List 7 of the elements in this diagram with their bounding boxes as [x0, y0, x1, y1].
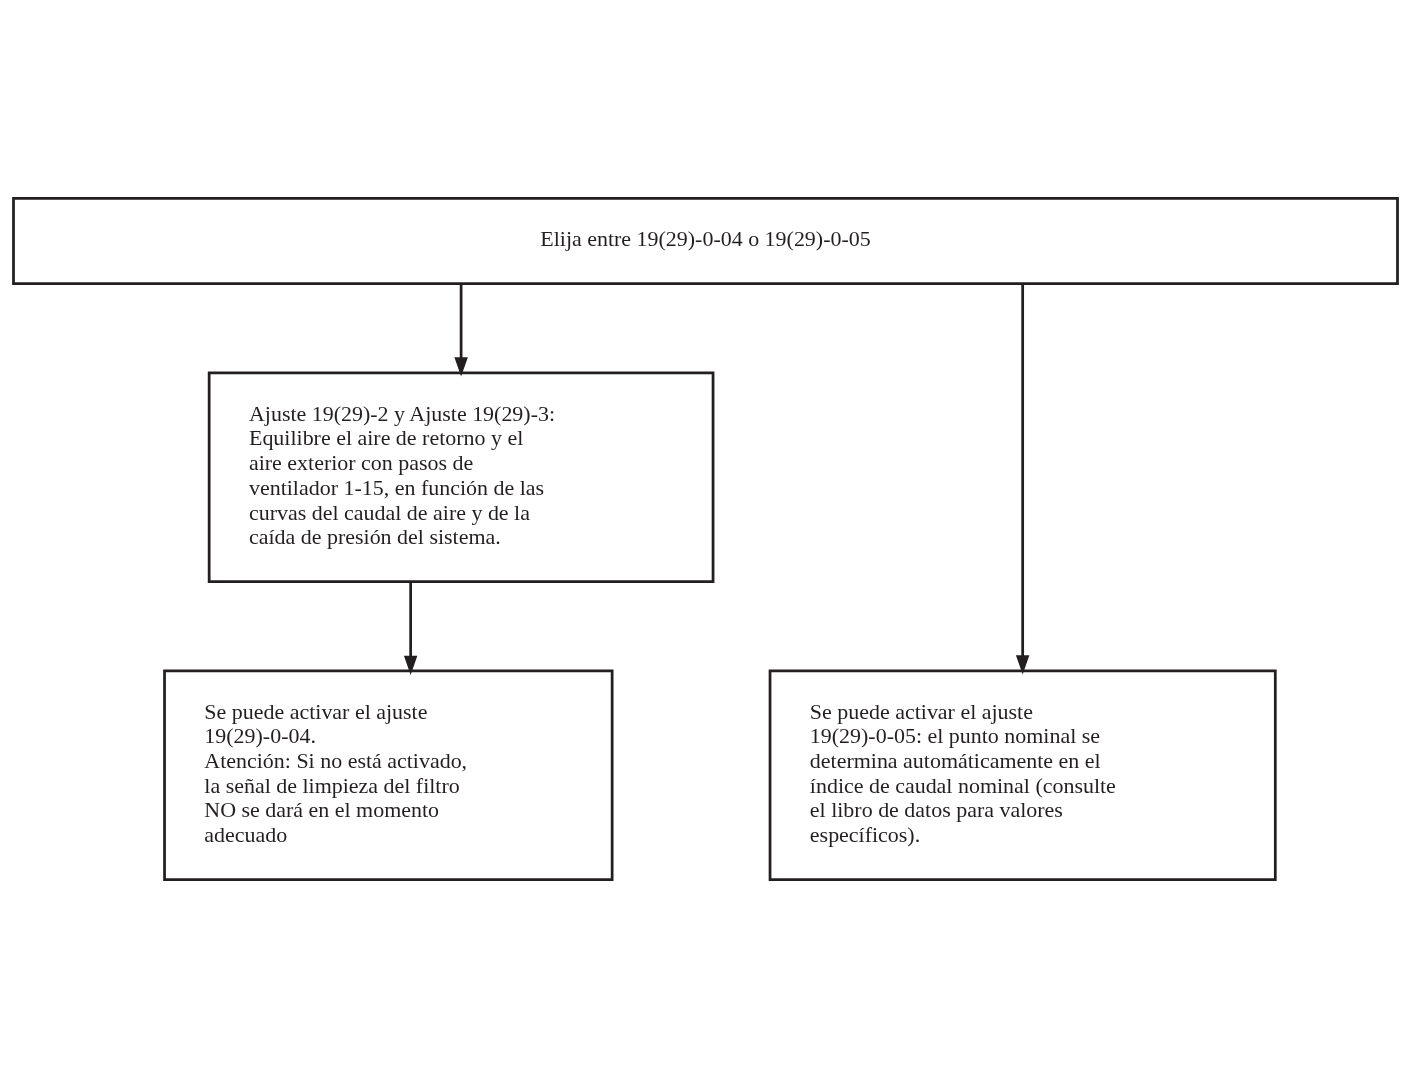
- node-box: Elija entre 19(29)-0-04 o 19(29)-0-05: [12, 196, 1399, 285]
- node-box: Se puede activar el ajuste 19(29)-0-04. Atención: Si no está activado, la señal de limpieza del filtro NO se dará en el momento adecuado: [163, 668, 614, 881]
- arrow: [454, 283, 468, 377]
- arrow: [403, 581, 418, 675]
- arrow: [1015, 283, 1030, 675]
- node-box: Se puede activar el ajuste 19(29)-0-05: el punto nominal se determina automáticamente en el índice de caudal nominal (consulte el libro de datos para valores específicos).: [768, 668, 1277, 881]
- node-box: Ajuste 19(29)-2 y Ajuste 19(29)-3: Equilibre el aire de retorno y el aire exterior con pasos de ventilador 1-15, en función de las curvas del caudal de aire y de la caída de presión del sistema.: [207, 371, 715, 583]
